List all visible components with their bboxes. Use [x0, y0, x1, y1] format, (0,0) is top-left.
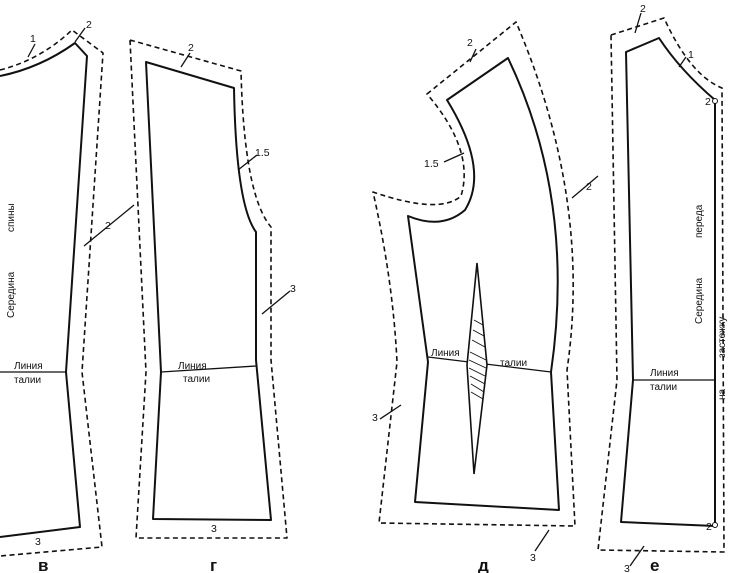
back-callout-2 — [74, 27, 86, 43]
front-piece-label: е — [650, 556, 659, 573]
side-back-allowance-hem: 3 — [211, 523, 217, 535]
side-back-piece-label: г — [210, 556, 217, 573]
back-allowance-side: 2 — [105, 220, 111, 232]
back-waist-text-2: талии — [14, 375, 41, 386]
front-center-text-4: застежку — [717, 317, 728, 358]
front-allowance-top: 2 — [640, 3, 646, 15]
piece-side-front: 2 1.5 2 3 3 Линия талии д — [372, 21, 599, 573]
side-front-callout-5 — [534, 529, 550, 552]
side-front-dart — [466, 262, 488, 475]
back-outline — [0, 42, 88, 538]
side-back-allowance-armhole: 1.5 — [255, 147, 270, 159]
side-back-allowance-line — [129, 39, 288, 539]
front-allowance-neck: 1 — [688, 49, 694, 61]
back-center-text-1: Середина — [6, 271, 17, 318]
side-back-allowance-top: 2 — [188, 42, 194, 54]
side-back-waist-line — [160, 365, 257, 373]
back-center-text-2: спины — [6, 203, 17, 232]
front-callout-1 — [634, 12, 642, 34]
back-allowance-hem: 3 — [35, 536, 41, 548]
side-front-allowance-armhole: 1.5 — [424, 158, 439, 170]
side-front-waist-line — [427, 356, 552, 373]
front-outline — [620, 37, 716, 527]
side-front-allowance-top: 2 — [467, 37, 473, 49]
front-allowance-corner-bottom: 2 — [706, 521, 712, 533]
front-notch-top — [712, 98, 718, 104]
front-allowance-line — [597, 17, 725, 553]
side-front-allowance-side: 2 — [586, 181, 592, 193]
front-notch-bottom — [712, 522, 718, 528]
side-back-callout-2 — [237, 154, 258, 171]
front-allowance-corner-top: 2 — [705, 96, 711, 108]
side-back-waist-text-1: Линия — [178, 361, 207, 372]
side-front-outline — [407, 57, 560, 511]
side-back-waist-text-2: талии — [183, 374, 210, 385]
piece-side-back: 2 1.5 3 3 Линия талии г — [129, 39, 296, 573]
front-center-text-3: на — [717, 388, 728, 400]
front-waist-text-1: Линия — [650, 368, 679, 379]
side-front-callout-3 — [571, 175, 599, 199]
front-callout-2 — [678, 56, 687, 68]
side-back-callout-3 — [261, 290, 291, 315]
back-allowance-shoulder: 1 — [30, 33, 36, 45]
side-front-dart-hatch — [468, 319, 487, 400]
front-callout-3 — [629, 545, 645, 567]
side-front-waist-text-2: талии — [500, 358, 527, 369]
piece-back: 1 2 2 3 Линия талии Середина спины в — [0, 19, 135, 573]
side-front-callout-4 — [379, 404, 402, 420]
side-front-allowance-hem: 3 — [530, 552, 536, 564]
side-front-allowance-left: 3 — [372, 412, 378, 424]
side-back-outline — [145, 61, 272, 521]
back-callout-3 — [83, 204, 135, 247]
back-allowance-top: 2 — [86, 19, 92, 31]
front-waist-text-2: талии — [650, 382, 677, 393]
front-center-text-1: Середина — [694, 277, 705, 324]
front-center-text-2: переда — [694, 204, 705, 238]
side-front-callout-2 — [443, 152, 465, 163]
side-front-waist-text-1: Линия — [431, 348, 460, 359]
back-waist-text-1: Линия — [14, 361, 43, 372]
side-back-callout-1 — [180, 52, 191, 68]
front-allowance-hem: 3 — [624, 563, 630, 573]
side-front-callout-1 — [469, 48, 477, 63]
back-piece-label: в — [38, 556, 48, 573]
side-back-allowance-side: 3 — [290, 283, 296, 295]
piece-front: 2 1 2 2 3 Линия талии Середина переда на… — [597, 3, 728, 573]
side-front-piece-label: д — [478, 556, 489, 573]
back-callout-1 — [27, 43, 36, 58]
